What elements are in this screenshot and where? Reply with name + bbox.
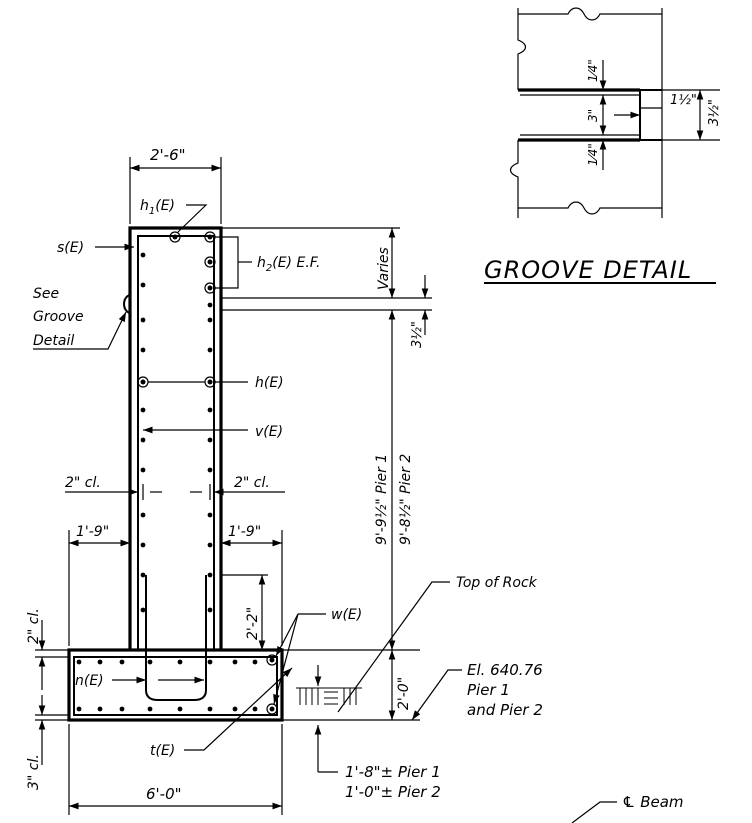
see-groove-line2: Groove — [33, 309, 84, 325]
groove-dim-total: 3½" — [707, 99, 722, 126]
wall-bar-dots — [140, 252, 213, 613]
elevation-line1: El. 640.76 — [467, 661, 543, 679]
groove-detail-title: GROOVE DETAIL — [484, 256, 692, 284]
groove-detail: 1⁄4" 3" 1⁄4" 1½" 3½" GROOVE DETAIL — [484, 7, 722, 284]
wall-width-label: 2'-6" — [150, 146, 186, 164]
t-label: t(E) — [150, 743, 175, 759]
beam-label: ℄ Beam — [622, 793, 684, 811]
groove-dim-mid: 3" — [586, 109, 600, 122]
wall-outline — [128, 226, 223, 650]
footing-width-label: 6'-0" — [146, 785, 182, 803]
right-ext-label: 1'-9" — [228, 524, 261, 540]
clear-bot-label: 3" cl. — [26, 754, 42, 790]
wall-groove — [123, 294, 131, 314]
see-groove-line3: Detail — [33, 333, 74, 349]
footing-bar-dots — [76, 654, 278, 715]
elevation-line3: and Pier 2 — [467, 701, 543, 719]
clear-left-label: 2" cl. — [65, 475, 101, 491]
groove-dim-depth: 1½" — [670, 93, 697, 108]
clear-right-label: 2" cl. — [234, 475, 270, 491]
groove-dim-top: 1⁄4" — [586, 59, 600, 82]
embed-pier1-label: 1'-8"± Pier 1 — [345, 763, 441, 781]
w-label: w(E) — [331, 607, 362, 623]
groove-dim-bot: 1⁄4" — [586, 143, 600, 166]
height-pier1-label: 9'-9½" Pier 1 — [374, 454, 390, 545]
varies-label: Varies — [376, 247, 392, 290]
wall-stirrup — [137, 235, 215, 650]
groove-dimensions: 1⁄4" 3" 1⁄4" 1½" 3½" — [586, 59, 722, 170]
height-pier2-label: 9'-8½" Pier 2 — [398, 454, 414, 545]
clear-top-label: 2" cl. — [26, 608, 42, 644]
n-label: n(E) — [75, 673, 104, 689]
lap-label: 2'-2" — [245, 607, 261, 640]
groove-detail-outline — [509, 7, 663, 218]
groove-gap-label: 3½" — [410, 321, 425, 348]
see-groove-line1: See — [33, 286, 59, 302]
depth-label: 2'-0" — [396, 677, 412, 710]
s-label: s(E) — [57, 240, 84, 256]
footing: 1'-9" 1'-9" 2'-2" Top of Rock w(E) 2" cl… — [26, 524, 684, 823]
elevation-line2: Pier 1 — [467, 681, 510, 699]
footing-outline — [67, 648, 284, 722]
v-label: v(E) — [255, 424, 283, 440]
rock-hatch — [296, 687, 362, 705]
wall: 2'-6" h1(E) s(E) h2(E) E.F. Varies 3½" S… — [33, 146, 432, 690]
h1-label: h1(E) — [140, 198, 175, 217]
footing-rebar — [73, 656, 278, 716]
top-of-rock-label: Top of Rock — [456, 575, 538, 591]
embed-pier2-label: 1'-0"± Pier 2 — [345, 783, 441, 801]
h-label: h(E) — [255, 375, 284, 391]
h2-label: h2(E) E.F. — [257, 255, 320, 274]
wall-circled-bars — [137, 231, 216, 388]
left-ext-label: 1'-9" — [76, 524, 109, 540]
